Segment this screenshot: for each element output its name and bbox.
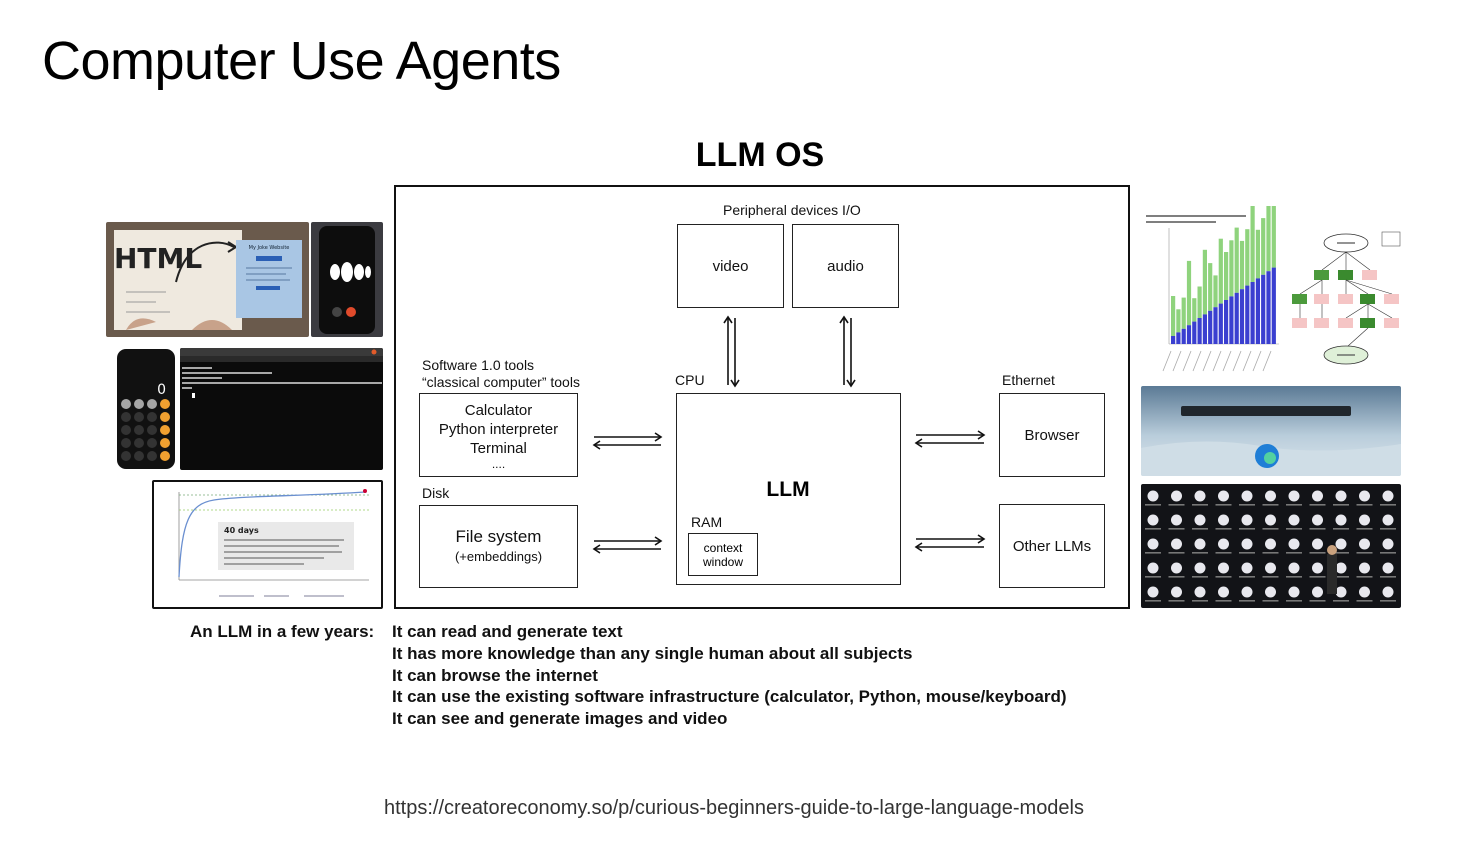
tool-ellipsis: .... xyxy=(491,456,506,471)
diagram-title: LLM OS xyxy=(695,136,825,174)
ethernet-label: Ethernet xyxy=(1002,372,1055,388)
page-title: My Joke Website xyxy=(249,245,290,251)
browser-desktop-thumbnail xyxy=(1141,386,1401,476)
classical-tools-label: “classical computer” tools xyxy=(422,374,580,390)
context-window-box: context window xyxy=(688,533,758,576)
peripheral-devices-label: Peripheral devices I/O xyxy=(723,202,861,218)
llm-label: LLM xyxy=(766,478,810,501)
slide-title: Computer Use Agents xyxy=(42,31,561,91)
svg-text:0: 0 xyxy=(157,382,166,398)
capability-item: It can see and generate images and video xyxy=(392,709,728,729)
software-tools-label: Software 1.0 tools xyxy=(422,357,535,373)
disk-label: Disk xyxy=(422,485,450,501)
capabilities-section: An LLM in a few years: It can read and g… xyxy=(190,621,1190,731)
llm-os-frame xyxy=(394,185,1130,609)
ram-label: RAM xyxy=(691,514,723,530)
html-sketch-thumbnail: HTML My Joke Website xyxy=(106,222,309,337)
capabilities-label: An LLM in a few years: xyxy=(190,622,375,641)
tree-of-thought-thumbnail xyxy=(1288,226,1404,366)
alphago-chart-thumbnail: 40 days xyxy=(152,480,383,609)
file-system-label: File system xyxy=(455,527,542,546)
context-window-label-1: context xyxy=(703,540,743,555)
capability-item: It can use the existing software infrast… xyxy=(392,687,1067,707)
embeddings-label: (+embeddings) xyxy=(454,549,543,564)
capabilities-list: It can read and generate text It has mor… xyxy=(392,621,1067,730)
audio-box: audio xyxy=(792,224,899,308)
browser-box: Browser xyxy=(999,393,1105,477)
other-llms-label: Other LLMs xyxy=(1012,537,1092,555)
capability-item: It has more knowledge than any single hu… xyxy=(392,643,913,663)
video-box: video xyxy=(677,224,784,308)
sketch-text: HTML xyxy=(114,242,202,275)
context-window-label-2: window xyxy=(702,554,744,569)
exam-results-chart-thumbnail xyxy=(1141,206,1286,382)
cpu-label: CPU xyxy=(675,372,705,388)
audio-label: audio xyxy=(827,257,864,275)
calculator-phone-thumbnail: 0 xyxy=(116,348,176,470)
tool-calculator: Calculator xyxy=(464,401,533,419)
other-llms-box: Other LLMs xyxy=(999,504,1105,588)
file-system-box: File system (+embeddings) xyxy=(419,505,578,588)
browser-label: Browser xyxy=(1024,426,1080,444)
keynote-stage-thumbnail xyxy=(1141,484,1401,608)
tool-terminal: Terminal xyxy=(470,439,527,457)
terminal-thumbnail xyxy=(180,348,383,470)
video-label: video xyxy=(712,257,749,275)
tools-box: Calculator Python interpreter Terminal .… xyxy=(419,393,578,477)
chart-annotation-title: 40 days xyxy=(224,526,259,535)
capability-item: It can read and generate text xyxy=(392,622,623,641)
source-url: https://creatoreconomy.so/p/curious-begi… xyxy=(384,797,1084,819)
capability-item: It can browse the internet xyxy=(392,665,598,685)
phone-voice-thumbnail xyxy=(311,222,383,337)
tool-python-interpreter: Python interpreter xyxy=(438,420,559,438)
